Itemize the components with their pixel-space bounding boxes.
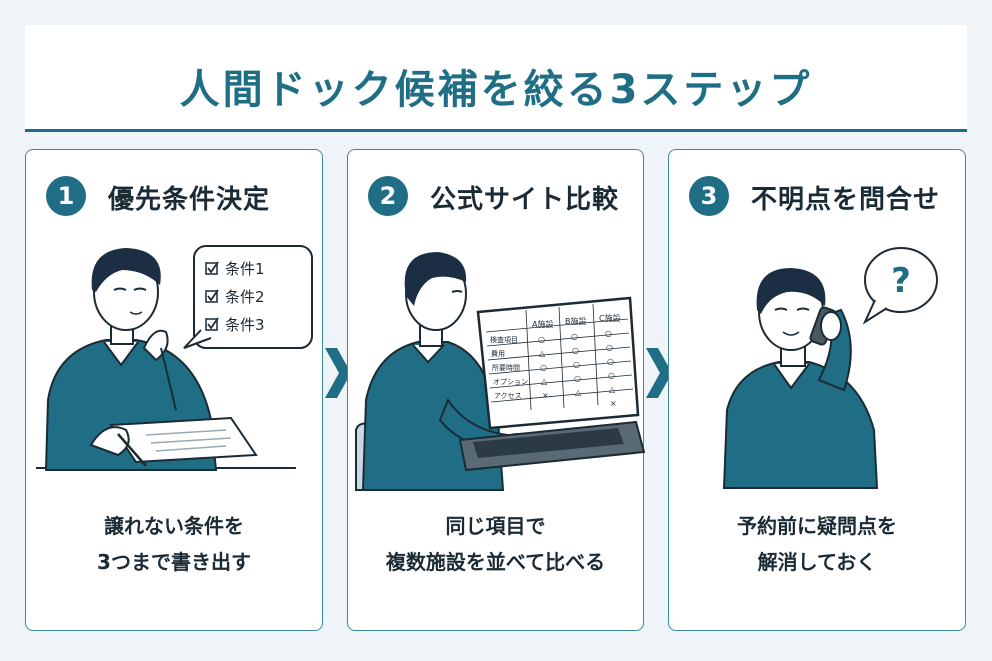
caption-line: 3つまで書き出す — [97, 550, 251, 574]
table-cell: △ — [541, 377, 548, 386]
step-title: 不明点を問合せ — [751, 185, 941, 215]
table-cell: △ — [575, 388, 582, 397]
table-column-header: C施設 — [599, 313, 621, 323]
table-row-label: アクセス — [494, 392, 522, 400]
table-cell: × — [610, 399, 617, 408]
caption-line: 同じ項目で — [445, 514, 546, 538]
checkbox-icon — [205, 261, 219, 275]
table-row-label: 費用 — [491, 349, 505, 358]
step-number-badge: 3 — [689, 176, 729, 216]
table-cell: ○ — [573, 360, 580, 369]
table-row-label: 所要時間 — [492, 363, 520, 372]
condition-item: 条件2 — [225, 288, 265, 306]
page-title: 人間ドック候補を絞る3ステップ — [179, 67, 813, 113]
step-number-badge: 2 — [368, 176, 408, 216]
question-mark: ? — [891, 261, 911, 301]
step-number-badge: 1 — [46, 176, 86, 216]
step-caption: 予約前に疑問点を 解消しておく — [669, 508, 965, 580]
laptop-icon — [458, 296, 645, 472]
step-panel-1: 1 優先条件決定 — [25, 149, 323, 631]
caption-line: 解消しておく — [757, 550, 877, 574]
table-cell: × — [542, 391, 549, 400]
person-laptop-illustration: A施設 B施設 C施設 検査項目 費用 所要時間 オプション アクセス ○ ○ … — [355, 252, 645, 491]
table-column-header: B施設 — [565, 316, 587, 326]
table-cell: ○ — [571, 332, 578, 341]
step-caption: 同じ項目で 複数施設を並べて比べる — [348, 508, 643, 580]
person-phone-illustration: ? — [722, 247, 938, 489]
caption-line: 複数施設を並べて比べる — [385, 550, 606, 574]
table-cell: △ — [609, 385, 616, 394]
table-cell: ○ — [606, 343, 613, 352]
condition-item: 条件3 — [225, 316, 265, 334]
right-arrow-icon — [325, 348, 351, 398]
table-cell: ○ — [607, 357, 614, 366]
condition-item: 条件1 — [225, 260, 265, 278]
table-cell: ○ — [608, 371, 615, 380]
question-bubble-icon: ? — [862, 247, 938, 325]
table-cell: ○ — [572, 346, 579, 355]
table-row-label: オプション — [493, 378, 528, 386]
step-title: 優先条件決定 — [108, 185, 271, 215]
table-row-label: 検査項目 — [490, 335, 518, 344]
checkbox-icon — [205, 317, 219, 331]
checkbox-icon — [205, 289, 219, 303]
right-arrow-icon — [646, 348, 672, 398]
step-panel-3: 3 不明点を問合せ ? 予約前に疑問点を 解消しておく — [668, 149, 966, 631]
step-title: 公式サイト比較 — [430, 185, 620, 215]
step-caption: 譲れない条件を 3つまで書き出す — [26, 508, 322, 580]
header: 人間ドック候補を絞る3ステップ — [25, 25, 967, 132]
person-writing-illustration: 条件1 条件2 条件3 — [36, 245, 313, 471]
caption-line: 予約前に疑問点を — [737, 514, 897, 538]
caption-line: 譲れない条件を — [104, 514, 244, 538]
table-cell: ○ — [538, 335, 545, 344]
table-cell: ○ — [605, 329, 612, 338]
table-cell: △ — [539, 349, 546, 358]
step-panel-2: 2 公式サイト比較 A施 — [347, 149, 645, 631]
table-cell: ○ — [540, 363, 547, 372]
table-column-header: A施設 — [532, 319, 553, 329]
table-cell: ○ — [574, 374, 581, 383]
